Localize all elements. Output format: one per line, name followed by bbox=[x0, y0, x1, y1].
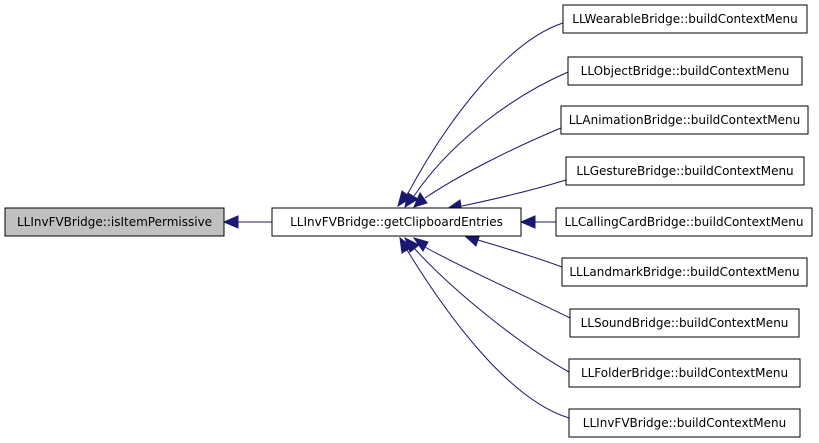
edge-sound-to-hub bbox=[412, 237, 571, 319]
node-caller-wearable[interactable]: LLWearableBridge::buildContextMenu bbox=[562, 4, 808, 34]
node-caller-sound[interactable]: LLSoundBridge::buildContextMenu bbox=[569, 308, 800, 338]
node-hub-label: LLInvFVBridge::getClipboardEntries bbox=[290, 215, 503, 229]
node-caller-callingcard[interactable]: LLCallingCardBridge::buildContextMenu bbox=[555, 207, 813, 237]
node-caller-label: LLGestureBridge::buildContextMenu bbox=[576, 164, 793, 178]
edge-animation-to-hub bbox=[413, 127, 562, 208]
edge-invfv-to-hub bbox=[399, 236, 570, 419]
node-caller-label: LLCallingCardBridge::buildContextMenu bbox=[564, 215, 803, 229]
edge-object-to-hub bbox=[404, 71, 569, 209]
node-caller-label: LLObjectBridge::buildContextMenu bbox=[581, 64, 790, 78]
node-hub-getclipboardentries[interactable]: LLInvFVBridge::getClipboardEntries bbox=[271, 207, 522, 237]
edge-callingcard-to-hub bbox=[519, 215, 556, 229]
node-caller-label: LLSoundBridge::buildContextMenu bbox=[581, 316, 789, 330]
edge-gesture-to-hub bbox=[445, 179, 567, 213]
edge-hub-to-root bbox=[222, 215, 272, 229]
node-caller-label: LLAnimationBridge::buildContextMenu bbox=[569, 113, 801, 127]
edge-folder-to-hub bbox=[404, 236, 570, 373]
node-caller-label: LLWearableBridge::buildContextMenu bbox=[572, 12, 797, 26]
node-caller-invfv[interactable]: LLInvFVBridge::buildContextMenu bbox=[568, 408, 801, 438]
node-caller-label: LLFolderBridge::buildContextMenu bbox=[581, 366, 788, 380]
edge-landmark-to-hub bbox=[463, 233, 563, 268]
node-caller-gesture[interactable]: LLGestureBridge::buildContextMenu bbox=[565, 156, 805, 186]
node-caller-landmark[interactable]: LLLandmarkBridge::buildContextMenu bbox=[561, 257, 808, 287]
node-caller-folder[interactable]: LLFolderBridge::buildContextMenu bbox=[568, 358, 801, 388]
node-caller-label: LLLandmarkBridge::buildContextMenu bbox=[569, 265, 799, 279]
node-root-isitempermissive[interactable]: LLInvFVBridge::isItemPermissive bbox=[4, 207, 225, 237]
node-root-label: LLInvFVBridge::isItemPermissive bbox=[17, 215, 212, 229]
node-caller-animation[interactable]: LLAnimationBridge::buildContextMenu bbox=[560, 105, 809, 135]
edge-wearable-to-hub bbox=[397, 22, 564, 208]
node-caller-object[interactable]: LLObjectBridge::buildContextMenu bbox=[567, 56, 803, 86]
node-caller-label: LLInvFVBridge::buildContextMenu bbox=[583, 416, 786, 430]
